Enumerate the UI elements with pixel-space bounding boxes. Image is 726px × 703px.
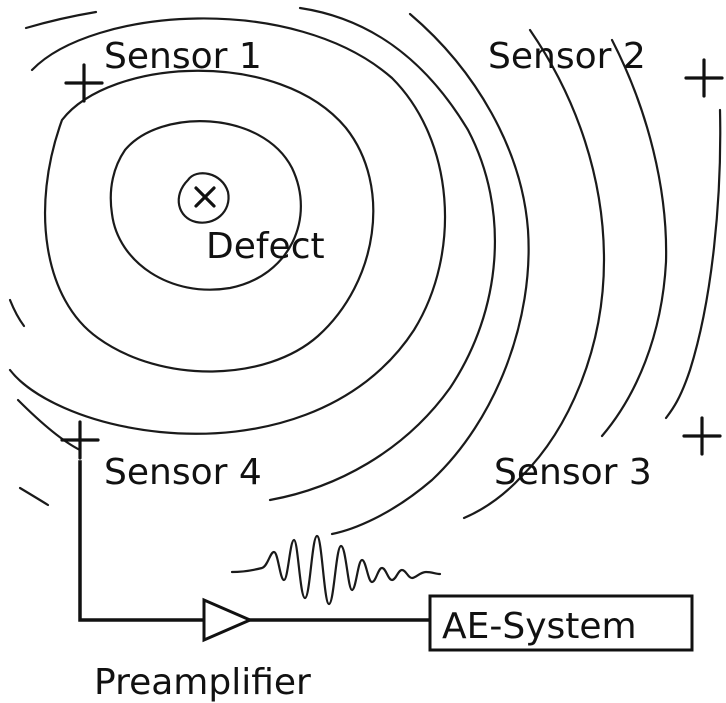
wavefront-ring-5	[24, 6, 496, 502]
wavefront-arc-9	[664, 108, 722, 420]
signal-cable	[78, 460, 206, 622]
wavefront-arc-left-3	[8, 298, 26, 328]
sensor-4-label: Sensor 4	[104, 452, 262, 493]
ae-system-box	[428, 594, 694, 652]
wavefront-ring-1	[177, 172, 230, 224]
x-icon	[194, 186, 216, 208]
sensor-3-plus-icon	[682, 416, 722, 456]
sensor-2-label: Sensor 2	[488, 36, 646, 77]
wavefront-arc-left-2	[16, 398, 82, 452]
sensor-1-plus-icon	[64, 63, 104, 103]
wavefront-arc-6	[330, 12, 530, 536]
defect-label: Defect	[206, 226, 325, 267]
sensor-1-label: Sensor 1	[104, 36, 262, 77]
acoustic-signal-waveform	[230, 534, 442, 606]
sensor-4-plus-icon	[60, 420, 100, 460]
preamplifier-triangle-icon	[202, 597, 254, 643]
preamplifier-label: Preamplifier	[94, 662, 311, 703]
wavefront-ring-3	[43, 69, 375, 373]
wavefront-arc-8	[600, 38, 668, 438]
sensor-2-plus-icon	[684, 58, 724, 98]
wavefront-ring-2	[109, 120, 302, 291]
wavefront-ring-4	[8, 17, 447, 435]
wavefront-arc-left	[18, 486, 50, 507]
wavefronts	[8, 6, 722, 536]
sensor-3-label: Sensor 3	[494, 452, 652, 493]
wavefront-arc-7	[462, 28, 606, 520]
ae-system-label: AE-System	[442, 606, 637, 647]
